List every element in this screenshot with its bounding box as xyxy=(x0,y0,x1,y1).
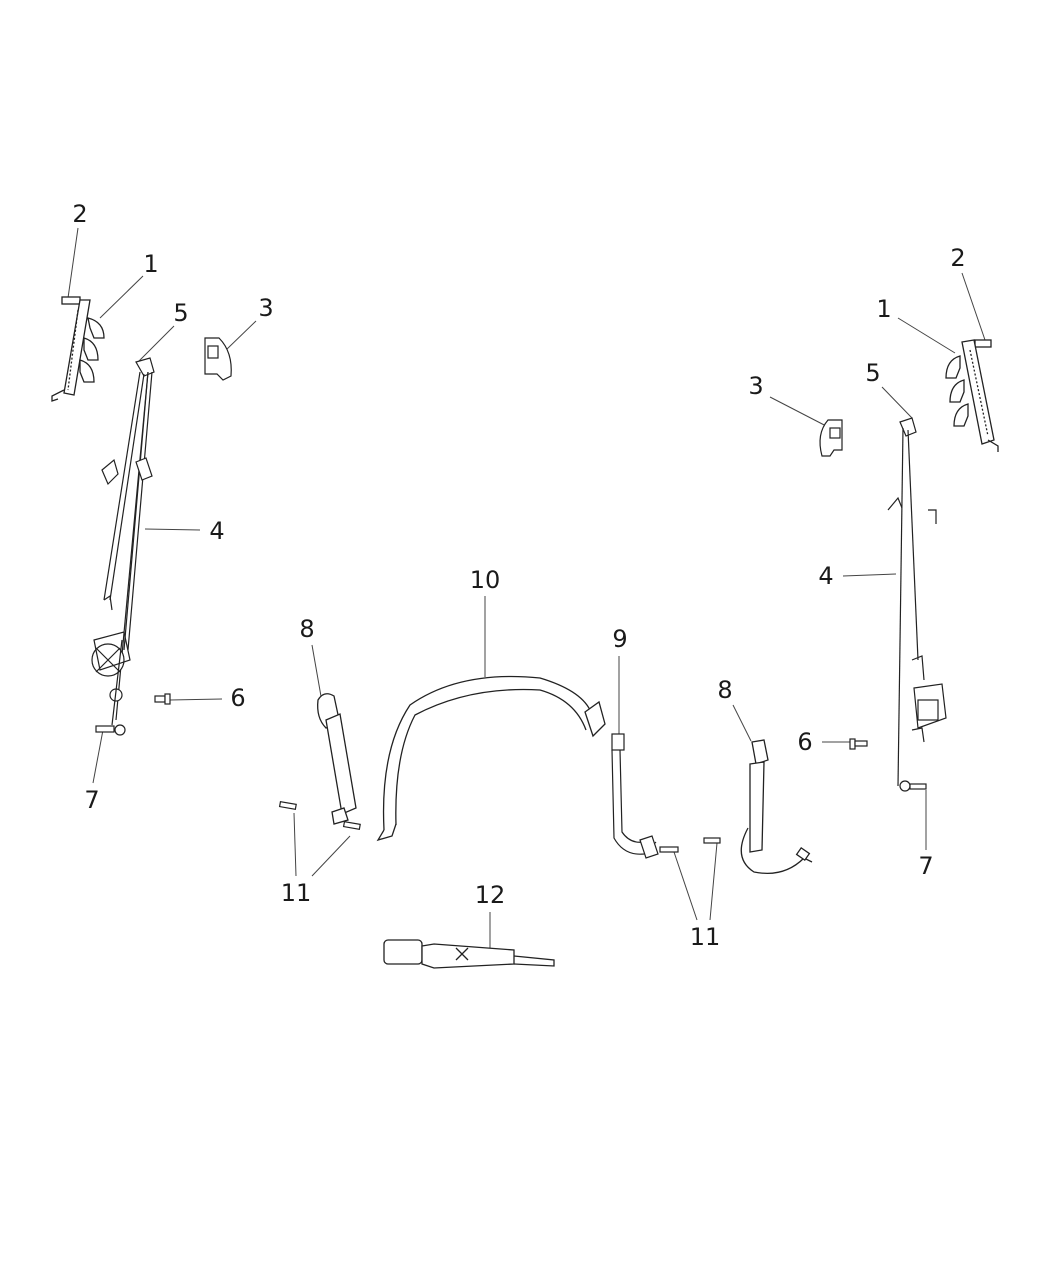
callout-7-left: 7 xyxy=(84,786,100,814)
callout-7-right: 7 xyxy=(918,852,934,880)
lap-belt xyxy=(376,675,606,842)
callout-12: 12 xyxy=(474,881,506,909)
callout-2-right: 2 xyxy=(950,244,966,272)
callout-8-right: 8 xyxy=(717,676,733,704)
callout-5-right: 5 xyxy=(865,359,881,387)
callout-8-left: 8 xyxy=(299,615,315,643)
callout-3-right: 3 xyxy=(748,372,764,400)
callout-6-left: 6 xyxy=(230,684,246,712)
callout-11-right: 11 xyxy=(689,923,721,951)
dring-cover-left xyxy=(204,337,232,381)
leader-lines-left xyxy=(67,227,257,784)
bolts-11 xyxy=(278,800,721,853)
callout-1-right: 1 xyxy=(876,295,892,323)
bolt-6-left xyxy=(154,693,171,705)
center-buckle-12 xyxy=(383,939,555,969)
buckle-right xyxy=(740,739,813,875)
buckle-left xyxy=(317,693,357,825)
dring-cover-right xyxy=(819,419,843,457)
height-adjuster-left xyxy=(51,296,105,402)
buckle-9 xyxy=(611,733,659,859)
callout-11-left: 11 xyxy=(280,879,312,907)
bolt-6-right xyxy=(849,738,868,750)
callout-4-left: 4 xyxy=(209,517,225,545)
callout-10: 10 xyxy=(469,566,501,594)
leader-lines-right xyxy=(769,272,986,850)
callout-2-left: 2 xyxy=(72,200,88,228)
callout-6-right: 6 xyxy=(797,728,813,756)
callout-5-left: 5 xyxy=(173,299,189,327)
leader-lines-center xyxy=(293,596,752,953)
callout-3-left: 3 xyxy=(258,294,274,322)
callout-1-left: 1 xyxy=(143,250,159,278)
belt-retractor-right xyxy=(887,417,947,792)
callout-4-right: 4 xyxy=(818,562,834,590)
height-adjuster-right xyxy=(945,339,999,452)
callout-9: 9 xyxy=(612,625,628,653)
belt-retractor-left xyxy=(91,357,155,736)
